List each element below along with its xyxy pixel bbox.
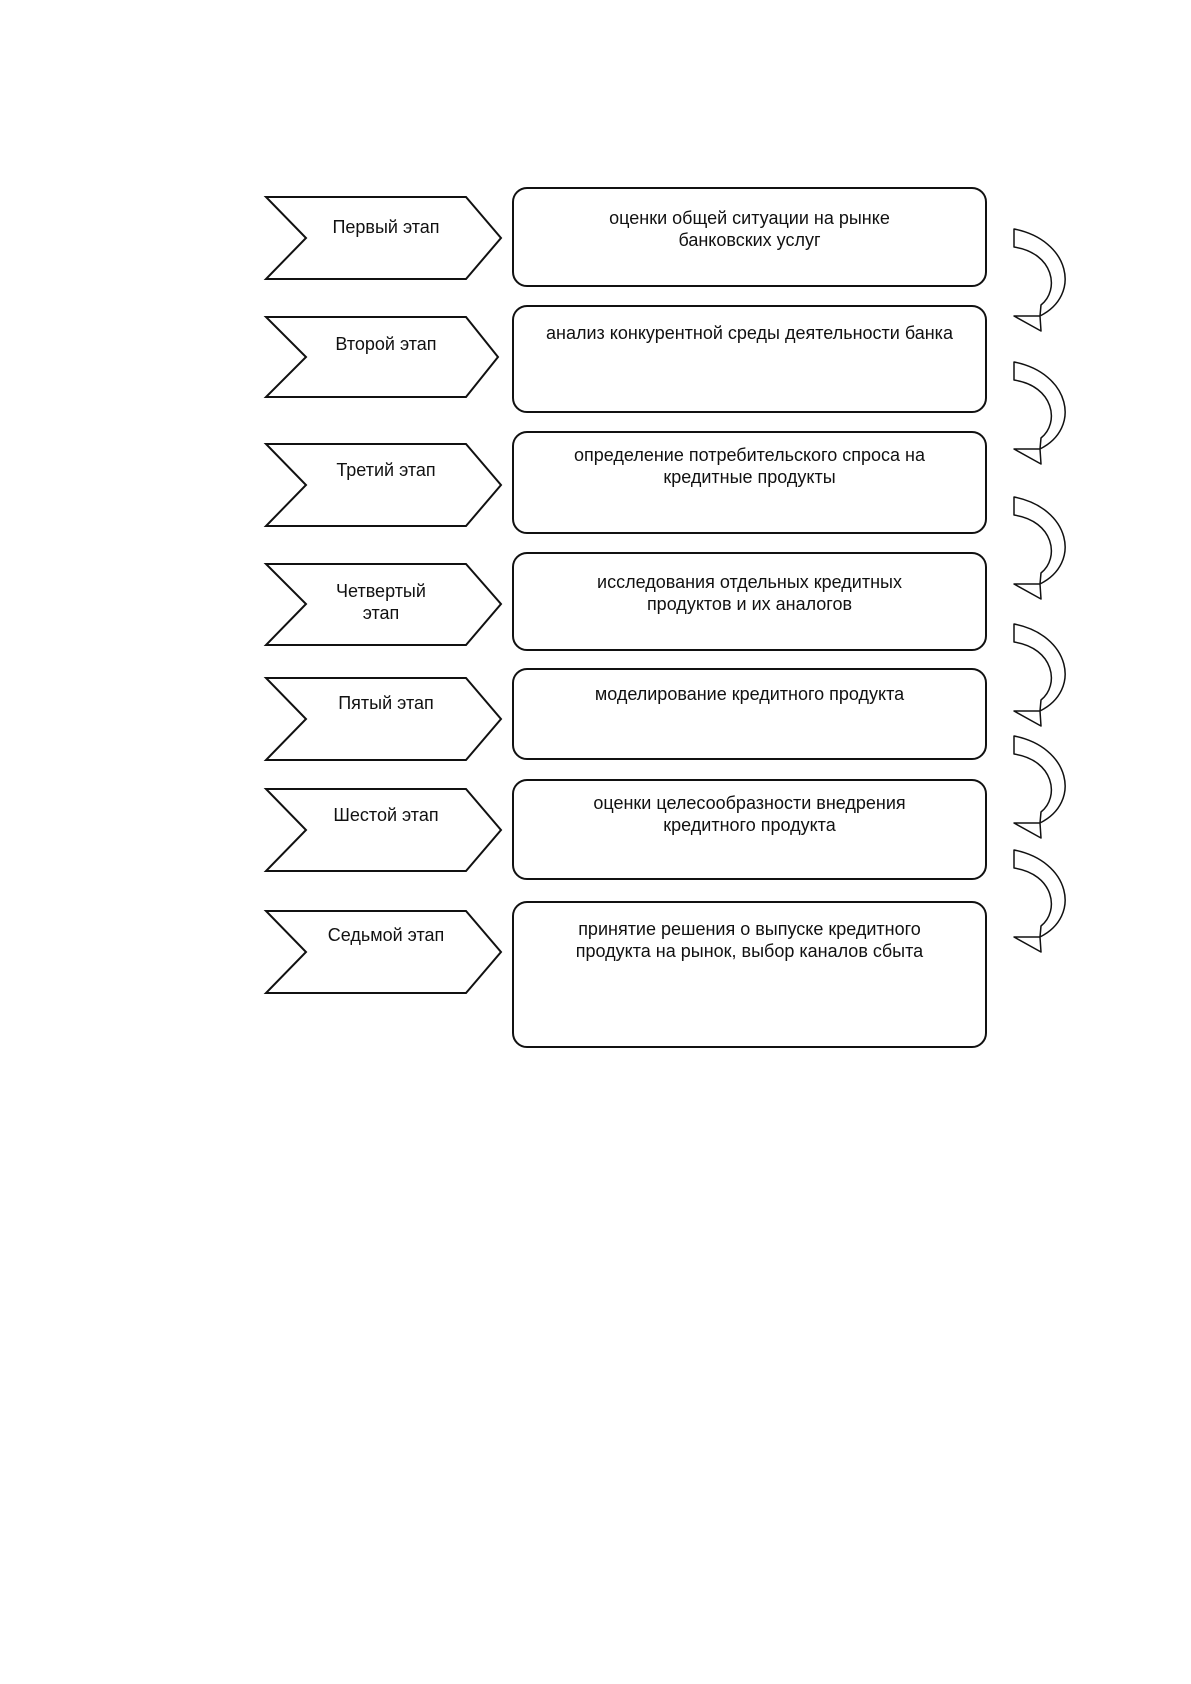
stage-1-chevron [263,196,503,280]
stage-6-label: Шестой этап [333,805,439,825]
stage-1-label: Первый этап [332,217,440,237]
transition-arrow-1 [1013,228,1066,332]
stage-5-chevron [263,677,503,761]
stage-2-box [512,305,987,413]
transition-arrow-4 [1013,623,1066,727]
stage-4-description: исследования отдельных кредитных продукт… [597,572,902,614]
stage-2-chevron [263,316,500,398]
stage-6-box [512,779,987,880]
stage-5-box [512,668,987,760]
stage-7-label: Седьмой этап [327,925,445,945]
stage-7-box [512,901,987,1048]
stage-4-label: Четвертый этап [336,581,426,623]
stage-6-chevron [263,788,503,872]
stage-7-chevron [263,910,503,994]
stage-4-chevron [263,563,503,646]
transition-arrow-5 [1013,735,1066,839]
stage-4-box [512,552,987,651]
stage-1-box [512,187,987,287]
transition-arrow-3 [1013,496,1066,600]
transition-arrow-2 [1013,361,1066,465]
stage-5-label: Пятый этап [338,693,434,713]
stage-3-chevron [263,443,503,527]
stage-3-label: Третий этап [336,460,436,480]
stage-1-description: оценки общей ситуации на рынке банковски… [609,208,890,250]
stage-3-box [512,431,987,534]
transition-arrow-6 [1013,849,1066,953]
stage-3-description: определение потребительского спроса на к… [574,445,925,487]
stage-5-description: моделирование кредитного продукта [594,684,905,704]
stage-7-description: принятие решения о выпуске кредитного пр… [575,919,924,961]
stage-2-description: анализ конкурентной среды деятельности б… [546,323,953,343]
stage-2-label: Второй этап [335,334,437,354]
stage-6-description: оценки целесообразности внедрения кредит… [593,793,906,835]
